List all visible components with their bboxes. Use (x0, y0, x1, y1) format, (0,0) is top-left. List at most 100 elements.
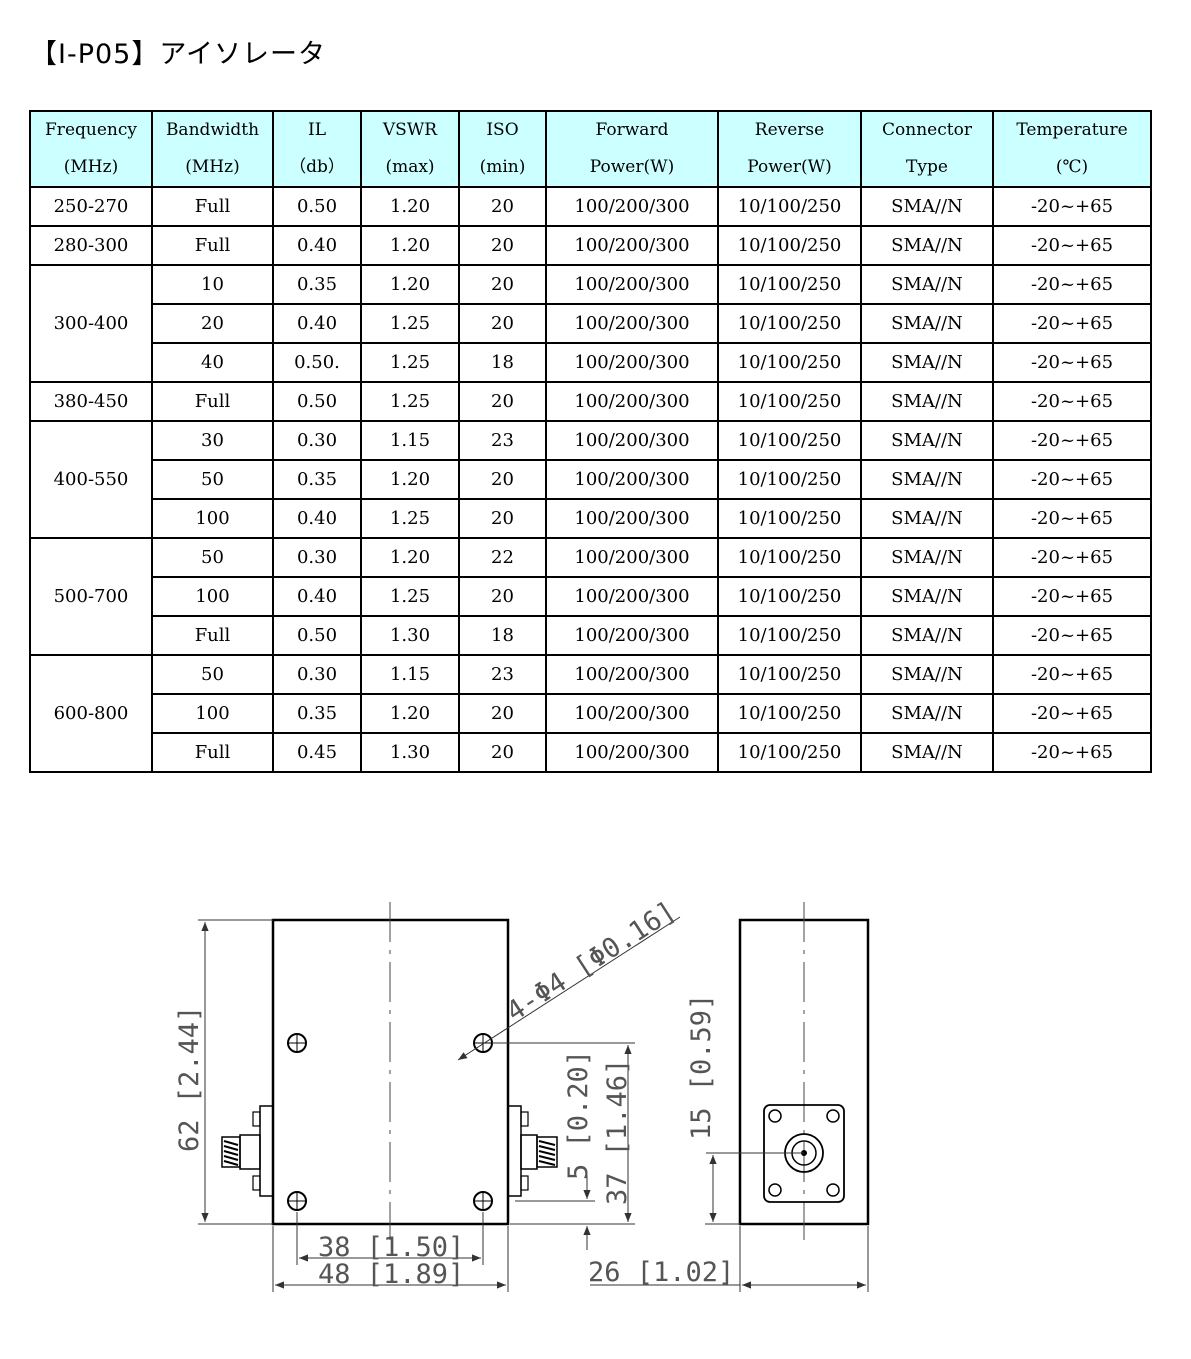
table-cell: SMA//N (860, 576, 994, 617)
table-cell: 1.20 (360, 459, 460, 500)
table-cell: 100/200/300 (545, 225, 719, 266)
table-cell: 0.35 (272, 264, 362, 305)
table-cell: 10/100/250 (717, 537, 862, 578)
table-cell: 10/100/250 (717, 654, 862, 695)
column-header-line2: (℃) (1055, 157, 1089, 177)
column-header: ISO(min) (458, 110, 547, 188)
table-cell: SMA//N (860, 420, 994, 461)
table-cell: 100/200/300 (545, 381, 719, 422)
table-cell: 23 (458, 420, 547, 461)
table-cell: 10/100/250 (717, 615, 862, 656)
frequency-cell: 380-450 (29, 381, 153, 422)
table-header: Frequency(MHz)Bandwidth(MHz)IL（db）VSWR(m… (29, 110, 1152, 188)
table-cell: 0.30 (272, 654, 362, 695)
column-header: Bandwidth(MHz) (151, 110, 274, 188)
column-header-line2: Power(W) (747, 157, 832, 177)
table-cell: 20 (458, 693, 547, 734)
table-cell: SMA//N (860, 693, 994, 734)
table-cell: 1.15 (360, 654, 460, 695)
table-cell: -20~+65 (992, 381, 1152, 422)
side-height-label: 15 [0.59] (686, 994, 717, 1140)
hole-leader-line (457, 916, 681, 1061)
table-cell: 20 (458, 576, 547, 617)
column-header: IL（db） (272, 110, 362, 188)
table-cell: 10/100/250 (717, 693, 862, 734)
table-cell: 20 (458, 732, 547, 773)
table-cell: 1.15 (360, 420, 460, 461)
table-cell: 100/200/300 (545, 732, 719, 773)
table-cell: 1.25 (360, 381, 460, 422)
table-cell: 10/100/250 (717, 225, 862, 266)
page-title: 【I-P05】アイソレータ (30, 39, 326, 70)
table-cell: Full (151, 615, 274, 656)
table-cell: 22 (458, 537, 547, 578)
table-cell: 100/200/300 (545, 342, 719, 383)
table-cell: Full (151, 186, 274, 227)
table-cell: -20~+65 (992, 576, 1152, 617)
right-sma-connector (507, 1105, 558, 1197)
table-cell: SMA//N (860, 303, 994, 344)
column-header-line1: Frequency (45, 120, 137, 140)
table-cell: 20 (458, 264, 547, 305)
table-cell: Full (151, 225, 274, 266)
side-height-dimension (705, 1155, 740, 1225)
table-cell: 40 (151, 342, 274, 383)
table-cell: 100/200/300 (545, 459, 719, 500)
column-header-line2: (MHz) (185, 157, 240, 177)
table-cell: 0.50 (272, 186, 362, 227)
table-cell: SMA//N (860, 654, 994, 695)
table-cell: 20 (458, 498, 547, 539)
table-cell: 1.20 (360, 264, 460, 305)
column-header-line1: VSWR (382, 120, 438, 140)
table-cell: 0.40 (272, 303, 362, 344)
column-header: VSWR(max) (360, 110, 460, 188)
table-cell: 20 (458, 303, 547, 344)
table-cell: 0.40 (272, 498, 362, 539)
table-cell: 100/200/300 (545, 693, 719, 734)
table-cell: 0.35 (272, 459, 362, 500)
table-cell: 20 (151, 303, 274, 344)
table-cell: 0.35 (272, 693, 362, 734)
frequency-cell: 280-300 (29, 225, 153, 266)
offset-5-label: 5 [0.20] (563, 1050, 594, 1180)
table-cell: 20 (458, 186, 547, 227)
table-cell: 0.50 (272, 381, 362, 422)
table-cell: -20~+65 (992, 732, 1152, 773)
table-cell: 10/100/250 (717, 459, 862, 500)
table-cell: -20~+65 (992, 459, 1152, 500)
column-header-line2: Power(W) (589, 157, 675, 177)
offset-dimensions (492, 1042, 635, 1250)
table-cell: -20~+65 (992, 225, 1152, 266)
table-cell: 1.25 (360, 576, 460, 617)
column-header-line1: Temperature (1016, 120, 1128, 140)
column-header: Frequency(MHz) (29, 110, 153, 188)
table-cell: -20~+65 (992, 537, 1152, 578)
table-cell: 20 (458, 225, 547, 266)
width-48-label: 48 [1.89] (318, 1259, 464, 1290)
table-cell: 18 (458, 342, 547, 383)
table-cell: SMA//N (860, 342, 994, 383)
table-cell: SMA//N (860, 186, 994, 227)
table-cell: 20 (458, 459, 547, 500)
table-cell: 20 (458, 381, 547, 422)
table-cell: 50 (151, 459, 274, 500)
table-cell: 0.30 (272, 420, 362, 461)
table-cell: 0.30 (272, 537, 362, 578)
frequency-cell: 600-800 (29, 654, 153, 773)
table-cell: 100/200/300 (545, 303, 719, 344)
table-cell: 50 (151, 654, 274, 695)
table-cell: 10/100/250 (717, 420, 862, 461)
table-cell: -20~+65 (992, 654, 1152, 695)
frequency-cell: 250-270 (29, 186, 153, 227)
